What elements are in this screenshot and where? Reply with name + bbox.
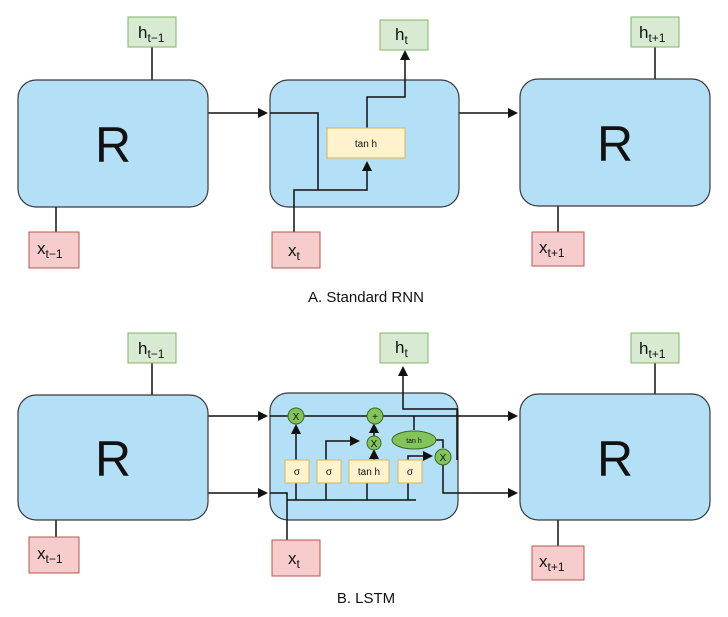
lstm-input-multiply-op: [366, 435, 382, 451]
caption-standard-rnn: A. Standard RNN: [308, 289, 424, 306]
lstm-input-gate: [316, 459, 342, 484]
lstm-tanh-oval: [391, 430, 437, 450]
lstm-section: R R X + X tan h X σ σ: [17, 332, 711, 607]
lstm-output-gate: [397, 459, 423, 484]
lstm-x-prev-box: [28, 536, 80, 574]
h-cur-label: ht: [395, 25, 408, 47]
lstm-h-prev-label: ht−1: [138, 339, 165, 361]
lstm-cell-right: [519, 393, 711, 521]
rnn-cell-right-label: R: [597, 116, 633, 172]
lstm-h-next-label: ht+1: [639, 339, 666, 361]
x-cur-box: [271, 231, 321, 269]
h-prev-label: ht−1: [138, 23, 165, 45]
wire-output-h: [366, 50, 410, 128]
lstm-arrow-sigma3-mult3: [407, 451, 433, 461]
lstm-h-next-box: [630, 332, 680, 364]
lstm-output-gate-label: σ: [407, 467, 414, 478]
lstm-forget-gate: [284, 459, 310, 484]
lstm-input-multiply-label: X: [371, 439, 378, 450]
lstm-x-cur-label: xt: [288, 549, 301, 571]
lstm-h-cur-label: ht: [395, 338, 408, 360]
rnn-cell-right: [519, 78, 711, 207]
lstm-tanh-oval-label: tan h: [406, 438, 422, 445]
h-next-label: ht+1: [639, 23, 666, 45]
x-next-box: [531, 231, 585, 267]
lstm-arrow-hidden-out: [442, 464, 518, 498]
lstm-x-prev-label: xt−1: [37, 544, 63, 566]
lstm-cell-right-label: R: [597, 431, 633, 487]
rnn-cell-left-label: R: [95, 117, 131, 173]
h-cur-box: [379, 19, 429, 51]
x-prev-label: xt−1: [37, 239, 63, 261]
lstm-cell-center: [269, 392, 459, 521]
standard-rnn-section: R R tan h ht−1 ht ht+1 xt−1 xt xt+1 A. S…: [17, 16, 711, 306]
lstm-forget-gate-label: σ: [294, 467, 301, 478]
h-next-box: [630, 16, 680, 48]
lstm-forget-multiply-label: X: [293, 412, 300, 423]
lstm-input-gate-label: σ: [326, 467, 333, 478]
lstm-x-cur-box: [271, 539, 321, 577]
lstm-cell-left-label: R: [95, 431, 131, 487]
rnn-cell-left: [17, 79, 209, 208]
tanh-gate-label: tan h: [355, 139, 377, 150]
lstm-output-multiply-op: [434, 448, 452, 466]
lstm-arrow-output-h: [398, 366, 458, 460]
wire-internal-x: [293, 161, 372, 232]
lstm-x-next-label: xt+1: [539, 552, 565, 574]
lstm-output-multiply-label: X: [440, 453, 447, 464]
lstm-arrow-sigma2-mult2: [325, 436, 360, 460]
h-prev-box: [127, 16, 177, 48]
lstm-forget-multiply-op: [287, 407, 305, 425]
lstm-h-prev-box: [127, 332, 177, 364]
lstm-candidate-gate-label: tan h: [358, 467, 380, 478]
lstm-h-cur-box: [379, 332, 429, 364]
caption-lstm: B. LSTM: [337, 590, 395, 607]
x-next-label: xt+1: [539, 238, 565, 260]
lstm-add-op: [366, 407, 384, 425]
lstm-candidate-gate: [348, 459, 390, 484]
wire-internal-h: [270, 112, 319, 190]
x-cur-label: xt: [288, 241, 301, 263]
lstm-add-label: +: [372, 412, 378, 423]
x-prev-box: [28, 231, 80, 269]
lstm-x-next-box: [531, 545, 585, 581]
lstm-wire-hidden-in: [270, 492, 288, 540]
lstm-wire-oval-to-mult3: [436, 439, 444, 448]
lstm-cell-left: [17, 394, 209, 521]
tanh-gate: [326, 127, 406, 159]
